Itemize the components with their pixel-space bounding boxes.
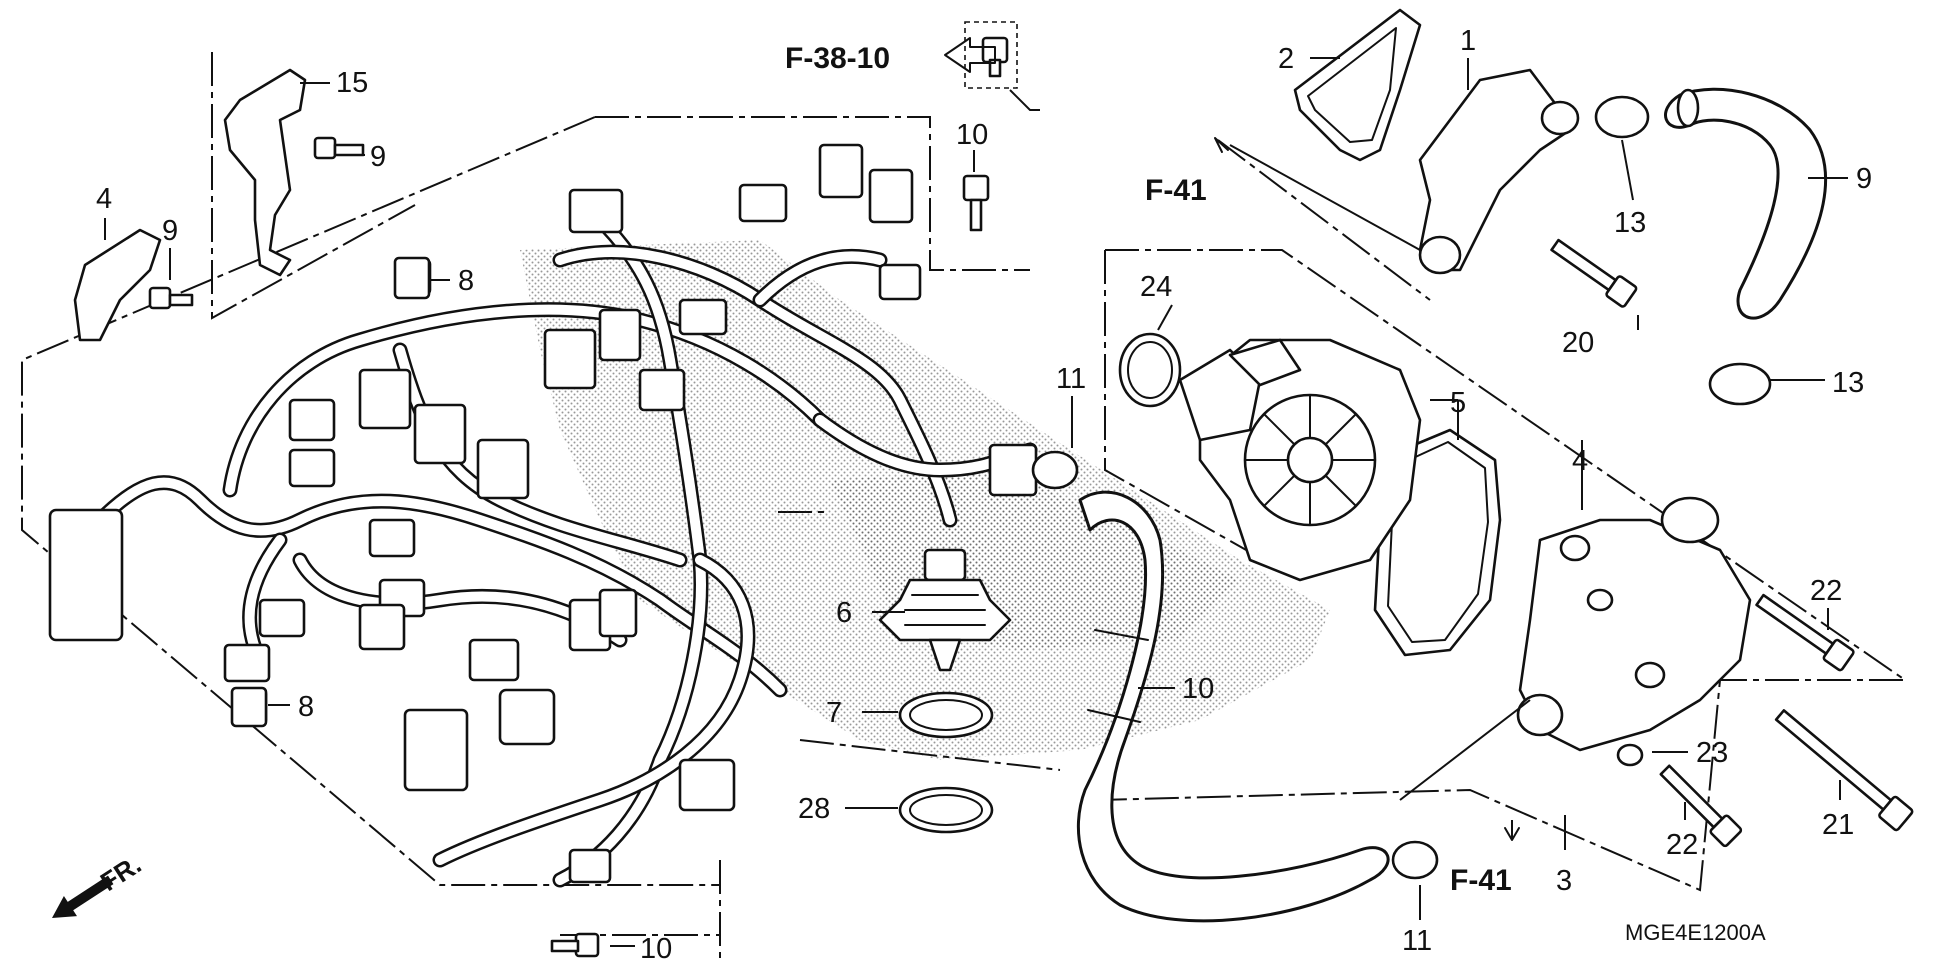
callout-23: 23 — [1696, 737, 1728, 769]
ref-arrow-upper-icon — [1214, 137, 1229, 153]
group-boundaries — [21, 52, 1909, 964]
callout-10: 10 — [956, 119, 988, 151]
callout-20: 20 — [1562, 327, 1594, 359]
front-arrow-icon — [52, 875, 114, 918]
wire-harness — [92, 212, 1038, 888]
water-pump — [1178, 338, 1422, 582]
stay-brackets — [73, 68, 307, 342]
callout-21: 21 — [1822, 809, 1854, 841]
hose-clamps — [1031, 95, 1772, 880]
callout-24: 24 — [1140, 271, 1172, 303]
callout-6: 6 — [836, 597, 852, 629]
callout-22: 22 — [1810, 575, 1842, 607]
callout-10: 10 — [640, 933, 672, 964]
callout-11: 11 — [1402, 925, 1432, 957]
callout-1: 1 — [1460, 25, 1476, 57]
pump-cover-4 — [1516, 496, 1752, 752]
callout-4: 4 — [1572, 445, 1588, 477]
callout-8: 8 — [458, 265, 474, 297]
callout-numbers: 15 9 4 9 8 8 10 10 11 6 7 28 10 24 2 1 1… — [96, 25, 1872, 964]
thermostat — [878, 548, 1012, 834]
thermostat-housing-1 — [1418, 68, 1580, 275]
o-ring-24 — [1118, 332, 1182, 408]
callout-8: 8 — [298, 691, 314, 723]
bolts — [148, 36, 1914, 958]
callout-13: 13 — [1832, 367, 1864, 399]
reference-labels: F-38-10 F-41 F-41 FR. MGE4E1200A — [52, 21, 1766, 945]
callout-15: 15 — [336, 67, 368, 99]
drawing-code: MGE4E1200A — [1625, 920, 1766, 945]
ref-f-41-upper: F-41 — [1145, 174, 1207, 207]
callout-22: 22 — [1666, 829, 1698, 861]
callout-13: 13 — [1614, 207, 1646, 239]
callout-4: 4 — [96, 183, 112, 215]
ref-arrow-left-icon — [944, 37, 996, 73]
washer-23 — [1616, 743, 1644, 767]
callout-28: 28 — [798, 793, 830, 825]
clips — [230, 256, 431, 728]
ref-f-41-lower: F-41 — [1450, 864, 1512, 897]
water-hose-10 — [1077, 490, 1390, 923]
callout-9: 9 — [1856, 163, 1872, 195]
water-hose-9 — [1664, 87, 1828, 320]
ref-arrow-lower-icon — [1504, 827, 1520, 841]
callout-9: 9 — [370, 141, 386, 173]
callout-9: 9 — [162, 215, 178, 247]
callout-5: 5 — [1450, 387, 1466, 419]
callout-7: 7 — [826, 697, 842, 729]
ref-f-38-10: F-38-10 — [785, 42, 890, 75]
callout-2: 2 — [1278, 43, 1294, 75]
ref-box-icon — [964, 21, 1018, 89]
callout-10: 10 — [1182, 673, 1214, 705]
callout-3: 3 — [1556, 865, 1572, 897]
callout-11: 11 — [1056, 363, 1086, 395]
gasket-2 — [1293, 8, 1422, 162]
leader-lines — [104, 57, 1848, 947]
